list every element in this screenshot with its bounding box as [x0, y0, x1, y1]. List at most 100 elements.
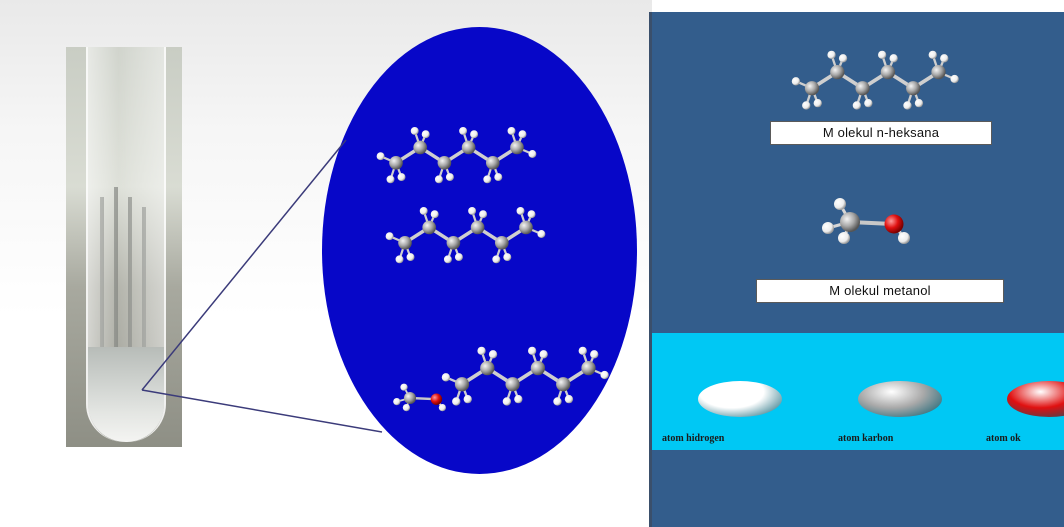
hydrogen-atom: [438, 404, 446, 412]
carbon-atom: [556, 377, 571, 392]
carbon-atom: [510, 140, 524, 155]
carbon-atom: [485, 155, 500, 170]
hydrogen-atom: [838, 232, 850, 244]
hydrogen-atom: [553, 397, 562, 406]
hydrogen-atom: [400, 383, 408, 391]
hydrogen-atom: [402, 404, 410, 412]
hydrogen-atom: [395, 255, 404, 264]
carbon-atom: [830, 64, 845, 80]
hydrogen-atom: [802, 101, 811, 110]
carbon-atom: [931, 64, 946, 80]
molecule-models: [376, 50, 959, 412]
legend-label-oxygen: atom ok: [986, 433, 1021, 444]
carbon-atom-ball: [858, 381, 942, 417]
hydrogen-atom: [507, 126, 516, 135]
hydrogen-atom: [914, 99, 924, 108]
hydrogen-atom: [518, 130, 527, 139]
oxygen-atom: [884, 214, 904, 234]
hydrogen-atom: [492, 255, 501, 264]
hydrogen-atom: [940, 54, 949, 63]
carbon-atom: [413, 140, 428, 155]
carbon-atom: [505, 377, 520, 392]
hydrogen-atom: [376, 152, 385, 161]
hydrogen-atom: [421, 130, 430, 139]
hydrogen-atom: [441, 373, 451, 382]
hydrogen-atom: [386, 175, 395, 184]
hydrogen-atom: [483, 175, 492, 184]
carbon-atom: [494, 235, 509, 250]
hydrogen-atom: [406, 253, 415, 262]
carbon-atom: [398, 235, 412, 250]
carbon-atom: [581, 360, 596, 376]
carbon-atom: [804, 81, 820, 96]
hydrogen-atom: [822, 222, 834, 234]
hydrogen-atom: [903, 101, 912, 110]
zoom-lines: [141, 139, 383, 433]
hexane-model-panel: [791, 50, 959, 110]
carbon-atom: [519, 220, 533, 235]
legend-label-hydrogen: atom hidrogen: [662, 433, 725, 444]
hydrogen-atom: [834, 198, 846, 210]
carbon-atom: [530, 360, 546, 376]
hydrogen-atom: [827, 50, 836, 59]
hydrogen-atom: [516, 206, 525, 215]
hydrogen-atom: [468, 206, 477, 215]
hydrogen-atom: [564, 395, 574, 404]
carbon-atom: [880, 64, 896, 80]
hydrogen-atom: [393, 398, 401, 406]
panel-border: [649, 12, 652, 527]
hydrogen-atom: [502, 397, 511, 406]
hydrogen-atom: [791, 77, 801, 86]
hydrogen-atom: [813, 99, 822, 108]
carbon-atom: [454, 377, 470, 392]
hydrogen-atom: [950, 74, 959, 84]
carbon-atom: [389, 155, 403, 170]
methanol-model-panel: [822, 198, 910, 244]
methanol-label: M olekul metanol: [756, 279, 1004, 303]
hydrogen-atom: [454, 253, 463, 262]
hexane-model-zoom-1: [376, 126, 537, 184]
hydrogen-atom: [838, 54, 848, 63]
hydrogen-atom: [443, 255, 452, 264]
hydrogen-atom: [600, 370, 609, 380]
carbon-atom: [480, 360, 495, 376]
hydrogen-atom: [539, 350, 548, 359]
hydrogen-atom: [889, 54, 898, 63]
hydrogen-atom: [397, 173, 406, 182]
hexane-model-zoom-2: [385, 206, 546, 264]
hydrogen-atom: [385, 232, 394, 241]
hexane-label: M olekul n-heksana: [770, 121, 992, 145]
atom-legend: atom hidrogen atom karbon atom ok: [652, 333, 1064, 450]
hydrogen-atom: [463, 395, 472, 404]
hexane-model-zoom-3: [441, 346, 609, 406]
hydrogen-atom: [434, 175, 443, 184]
hydrogen-atom: [419, 206, 428, 215]
legend-label-carbon: atom karbon: [838, 433, 894, 444]
hydrogen-atom: [590, 350, 599, 359]
carbon-atom: [437, 155, 452, 170]
hydrogen-atom: [878, 50, 887, 59]
carbon-atom: [404, 392, 416, 404]
hydrogen-atom: [459, 126, 468, 135]
carbon-atom: [906, 81, 921, 96]
carbon-atom: [855, 81, 870, 96]
tube-liquid: [88, 347, 164, 442]
carbon-atom: [446, 235, 461, 250]
hydrogen-atom: [864, 99, 873, 108]
hydrogen-atom: [527, 210, 536, 219]
carbon-atom: [461, 140, 476, 155]
hydrogen-atom: [898, 232, 910, 244]
hydrogen-atom: [479, 210, 488, 219]
carbon-atom: [840, 212, 860, 232]
hydrogen-atom: [494, 173, 503, 182]
hydrogen-atom: [503, 253, 512, 262]
hydrogen-atom: [477, 346, 486, 355]
carbon-atom: [422, 220, 437, 235]
hydrogen-atom: [928, 50, 937, 59]
carbon-atom: [470, 220, 485, 235]
hydrogen-atom: [452, 397, 461, 406]
hydrogen-atom: [445, 173, 454, 182]
hydrogen-atom: [578, 346, 587, 355]
oxygen-atom: [430, 393, 443, 405]
